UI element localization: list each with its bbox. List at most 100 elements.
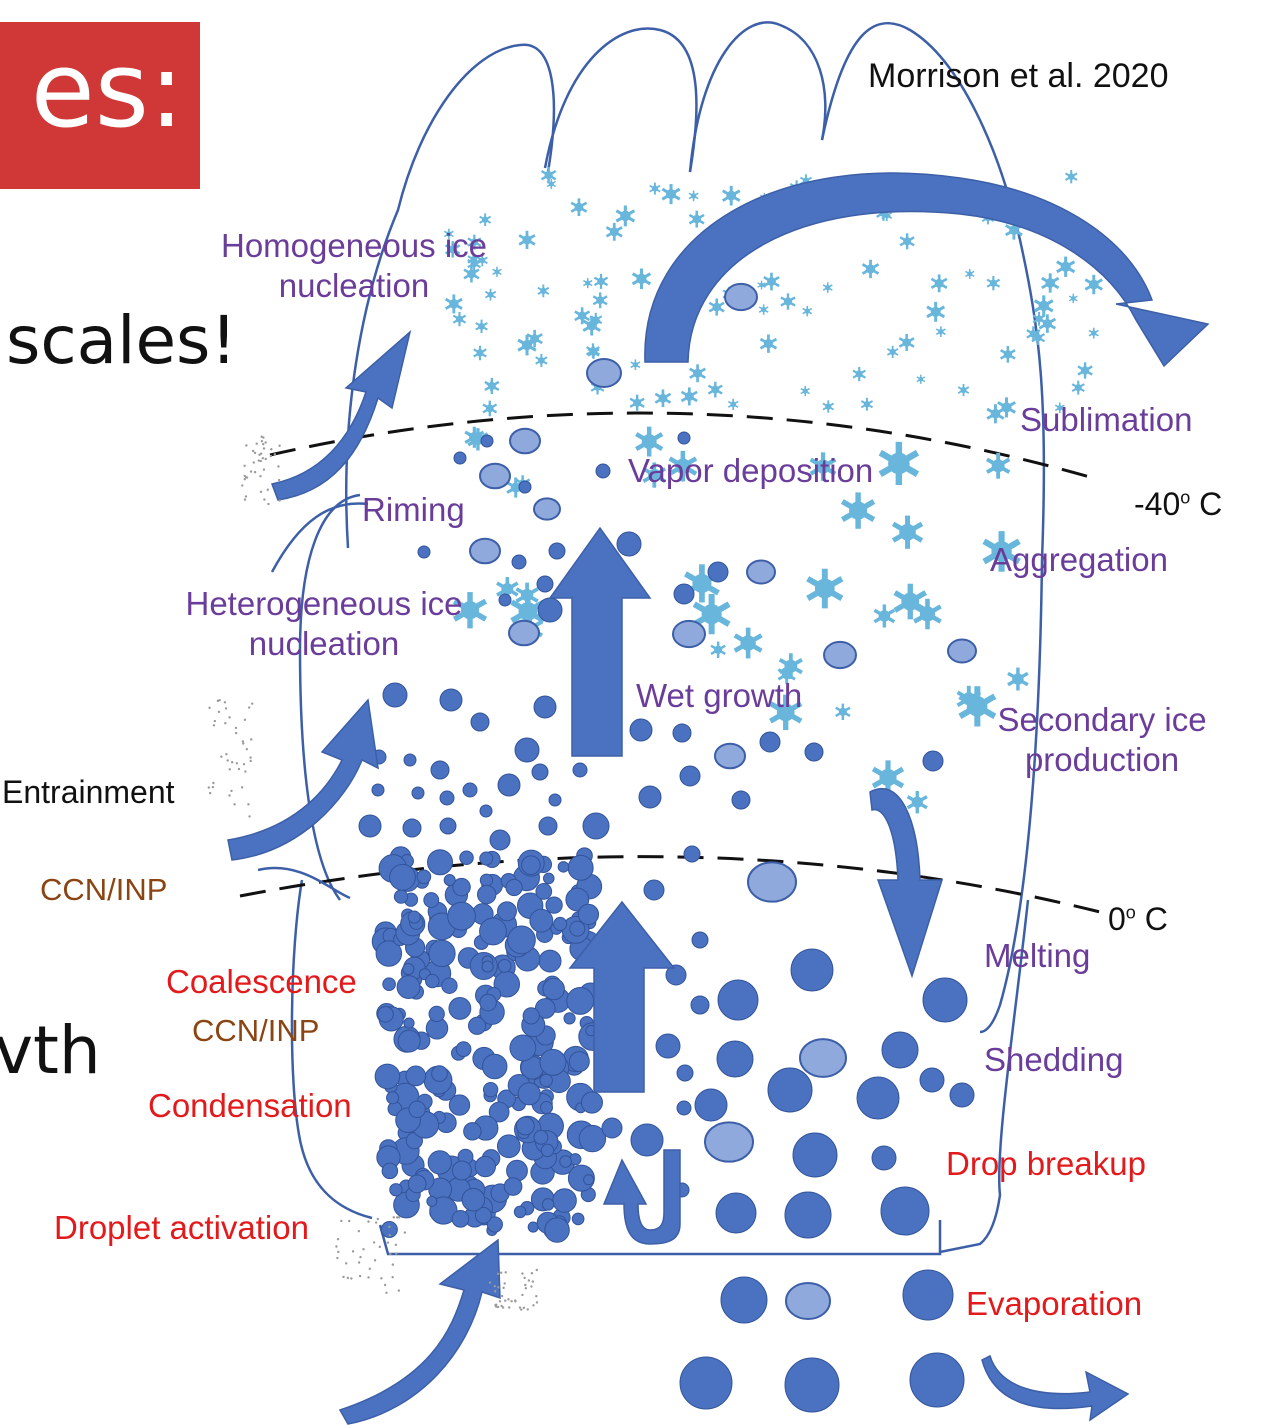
- aerosol-speck: [536, 1269, 538, 1271]
- aerosol-speck: [521, 1294, 523, 1296]
- liquid-drop: [497, 1135, 520, 1158]
- aerosol-speck: [208, 786, 210, 788]
- temperature-zero-label: 0o C: [1108, 900, 1168, 939]
- ice-crystal: [607, 223, 623, 241]
- liquid-drop: [426, 974, 439, 987]
- aerosol-speck: [241, 786, 243, 788]
- aerosol-speck: [231, 761, 233, 763]
- aerosol-speck: [335, 1245, 337, 1247]
- aerosol-speck: [224, 701, 226, 703]
- aerosol-speck: [212, 782, 214, 784]
- liquid-drop: [429, 940, 455, 966]
- liquid-drop: [514, 1206, 526, 1218]
- aerosol-speck: [264, 441, 266, 443]
- liquid-drop: [480, 874, 492, 886]
- liquid-drop: [387, 1092, 399, 1104]
- aerosol-speck: [250, 738, 252, 740]
- aerosol-speck: [260, 460, 262, 462]
- liquid-drop: [408, 1175, 426, 1193]
- ice-crystal: [655, 389, 670, 407]
- aerosol-speck: [342, 1276, 344, 1278]
- secondary-ice-production-label: Secondary ice production: [986, 700, 1218, 781]
- aerosol-speck: [521, 1272, 523, 1274]
- graupel-particle: [948, 640, 976, 663]
- liquid-drop: [409, 1101, 425, 1117]
- liquid-drop: [404, 754, 416, 766]
- aerosol-speck: [224, 722, 226, 724]
- aerosol-speck: [388, 1226, 390, 1228]
- aerosol-speck: [255, 442, 257, 444]
- liquid-drop: [480, 805, 492, 817]
- ice-crystal: [728, 399, 738, 410]
- riming-label: Riming: [362, 490, 465, 530]
- liquid-drop: [545, 1218, 569, 1242]
- ice-crystal: [616, 205, 634, 226]
- evaporation-arrow: [982, 1356, 1128, 1420]
- aerosol-speck: [497, 1273, 499, 1275]
- liquid-drop: [567, 988, 594, 1015]
- liquid-drop: [732, 791, 750, 809]
- aerosol-speck: [528, 1279, 530, 1281]
- graupel-particle: [747, 561, 775, 584]
- aerosol-speck: [379, 1246, 381, 1248]
- graupel-particle: [800, 1039, 846, 1077]
- aerosol-speck: [263, 468, 265, 470]
- aerosol-speck: [503, 1282, 505, 1284]
- aerosol-speck: [236, 762, 238, 764]
- aerosol-speck: [494, 1290, 496, 1292]
- ice-crystal: [842, 492, 874, 528]
- aerosol-speck: [502, 1287, 504, 1289]
- liquid-drop: [716, 1193, 756, 1233]
- aerosol-speck: [525, 1287, 527, 1289]
- liquid-drop: [541, 1101, 553, 1113]
- ice-crystal: [880, 442, 917, 485]
- liquid-drop: [546, 897, 562, 913]
- aerosol-speck: [494, 1285, 496, 1287]
- coalescence-label: Coalescence: [166, 962, 357, 1002]
- liquid-drop: [481, 435, 493, 447]
- ice-crystal: [483, 401, 497, 417]
- ice-crystal: [764, 273, 779, 291]
- aerosol-speck: [497, 1286, 499, 1288]
- liquid-drop: [428, 850, 453, 875]
- aerosol-speck: [393, 1216, 395, 1218]
- liquid-drop: [523, 1008, 539, 1024]
- process-arrows: [228, 173, 1208, 1424]
- liquid-drop: [412, 787, 424, 799]
- ice-crystal: [723, 186, 740, 206]
- graupel-particle: [510, 429, 540, 454]
- aerosol-speck: [247, 803, 249, 805]
- liquid-drop: [857, 1077, 899, 1119]
- ice-crystal: [453, 312, 465, 326]
- ice-crystal: [808, 569, 842, 609]
- aerosol-speck: [229, 768, 231, 770]
- liquid-drop: [490, 830, 510, 850]
- liquid-drop: [449, 998, 471, 1020]
- liquid-drop: [540, 1049, 566, 1075]
- liquid-drop: [717, 1041, 753, 1077]
- liquid-drop: [408, 911, 420, 923]
- ice-crystal: [760, 334, 776, 352]
- aerosol-speck: [213, 724, 215, 726]
- aerosol-speck: [260, 491, 262, 493]
- graupel-particle: [786, 1283, 830, 1319]
- liquid-drop: [882, 1032, 918, 1068]
- aerosol-speck: [385, 1292, 387, 1294]
- liquid-drop: [378, 1007, 394, 1023]
- liquid-drop: [460, 851, 473, 864]
- wet-growth-label: Wet growth: [636, 676, 802, 716]
- aerosol-speck: [244, 770, 246, 772]
- liquid-drop: [581, 1092, 602, 1113]
- liquid-drop: [475, 1156, 495, 1176]
- aerosol-speck: [348, 1220, 350, 1222]
- aerosol-speck: [241, 484, 243, 486]
- aerosol-speck: [350, 1277, 352, 1279]
- liquid-drop: [584, 1175, 594, 1185]
- aerosol-speck: [374, 1259, 376, 1261]
- liquid-drop: [554, 917, 567, 930]
- liquid-drop: [708, 562, 728, 582]
- liquid-drop: [512, 555, 526, 569]
- aerosol-speck: [263, 498, 265, 500]
- ice-crystal: [958, 384, 969, 396]
- liquid-drop: [602, 1118, 622, 1138]
